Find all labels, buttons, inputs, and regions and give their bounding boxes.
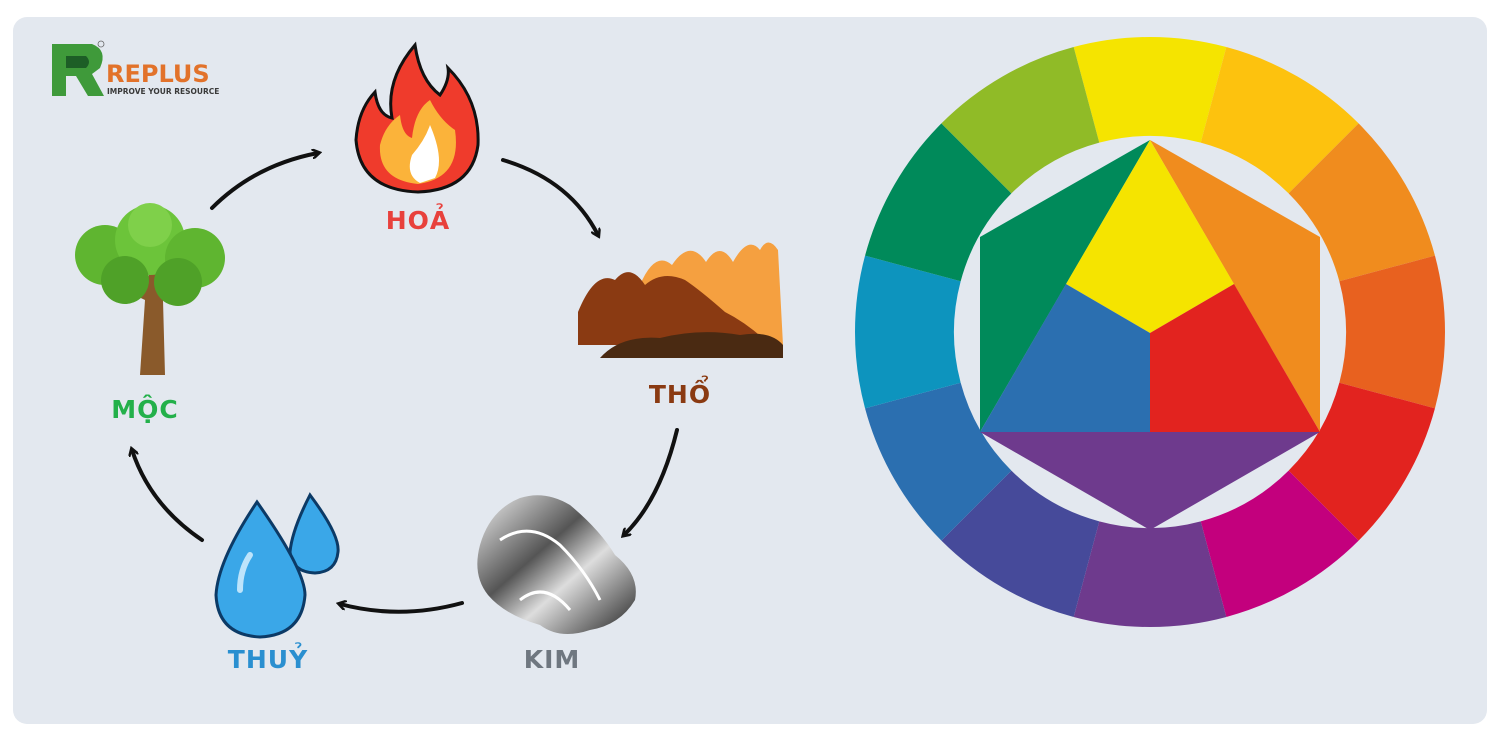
arrow-earth-to-metal: [624, 428, 679, 535]
hex-yellow: [1066, 140, 1234, 333]
wheel-segment: [941, 47, 1100, 194]
wheel-segment: [941, 470, 1100, 617]
fire-icon: [354, 41, 480, 194]
color-hexagon: [980, 140, 1320, 530]
wheel-segment: [865, 382, 1012, 541]
metal-icon: [477, 495, 636, 634]
hex-red: [1150, 284, 1320, 432]
wheel-segment: [1073, 521, 1227, 627]
wheel-segment: [1073, 37, 1227, 143]
tree-icon: [75, 203, 225, 375]
hex-purple: [980, 432, 1320, 530]
logo-tagline: IMPROVE YOUR RESOURCE: [107, 87, 220, 96]
label-water: THUỶ: [227, 645, 309, 674]
wheel-segment: [1288, 123, 1435, 282]
wheel-segment: [1200, 47, 1359, 194]
label-wood: MỘC: [111, 395, 179, 424]
wheel-segment: [1200, 470, 1359, 617]
arrow-fire-to-earth: [501, 158, 598, 235]
water-drop-icon: [214, 492, 340, 639]
hex-blue: [980, 284, 1150, 432]
arrow-water-to-wood: [132, 450, 204, 542]
cycle-arrows: [132, 153, 679, 614]
logo-mark: [52, 40, 105, 96]
arrow-metal-to-water: [340, 603, 464, 614]
label-metal: KIM: [523, 645, 581, 674]
logo-brand: REPLUS: [106, 60, 210, 88]
label-earth: THỔ: [648, 380, 712, 409]
mountain-icon: [578, 242, 783, 358]
color-wheel: [855, 37, 1445, 627]
wheel-segment: [865, 123, 1012, 282]
wheel-segment: [1288, 382, 1435, 541]
wheel-segment: [855, 255, 961, 409]
arrow-wood-to-fire: [210, 153, 318, 210]
label-fire: HOẢ: [385, 206, 451, 235]
wheel-segment: [1339, 255, 1445, 409]
